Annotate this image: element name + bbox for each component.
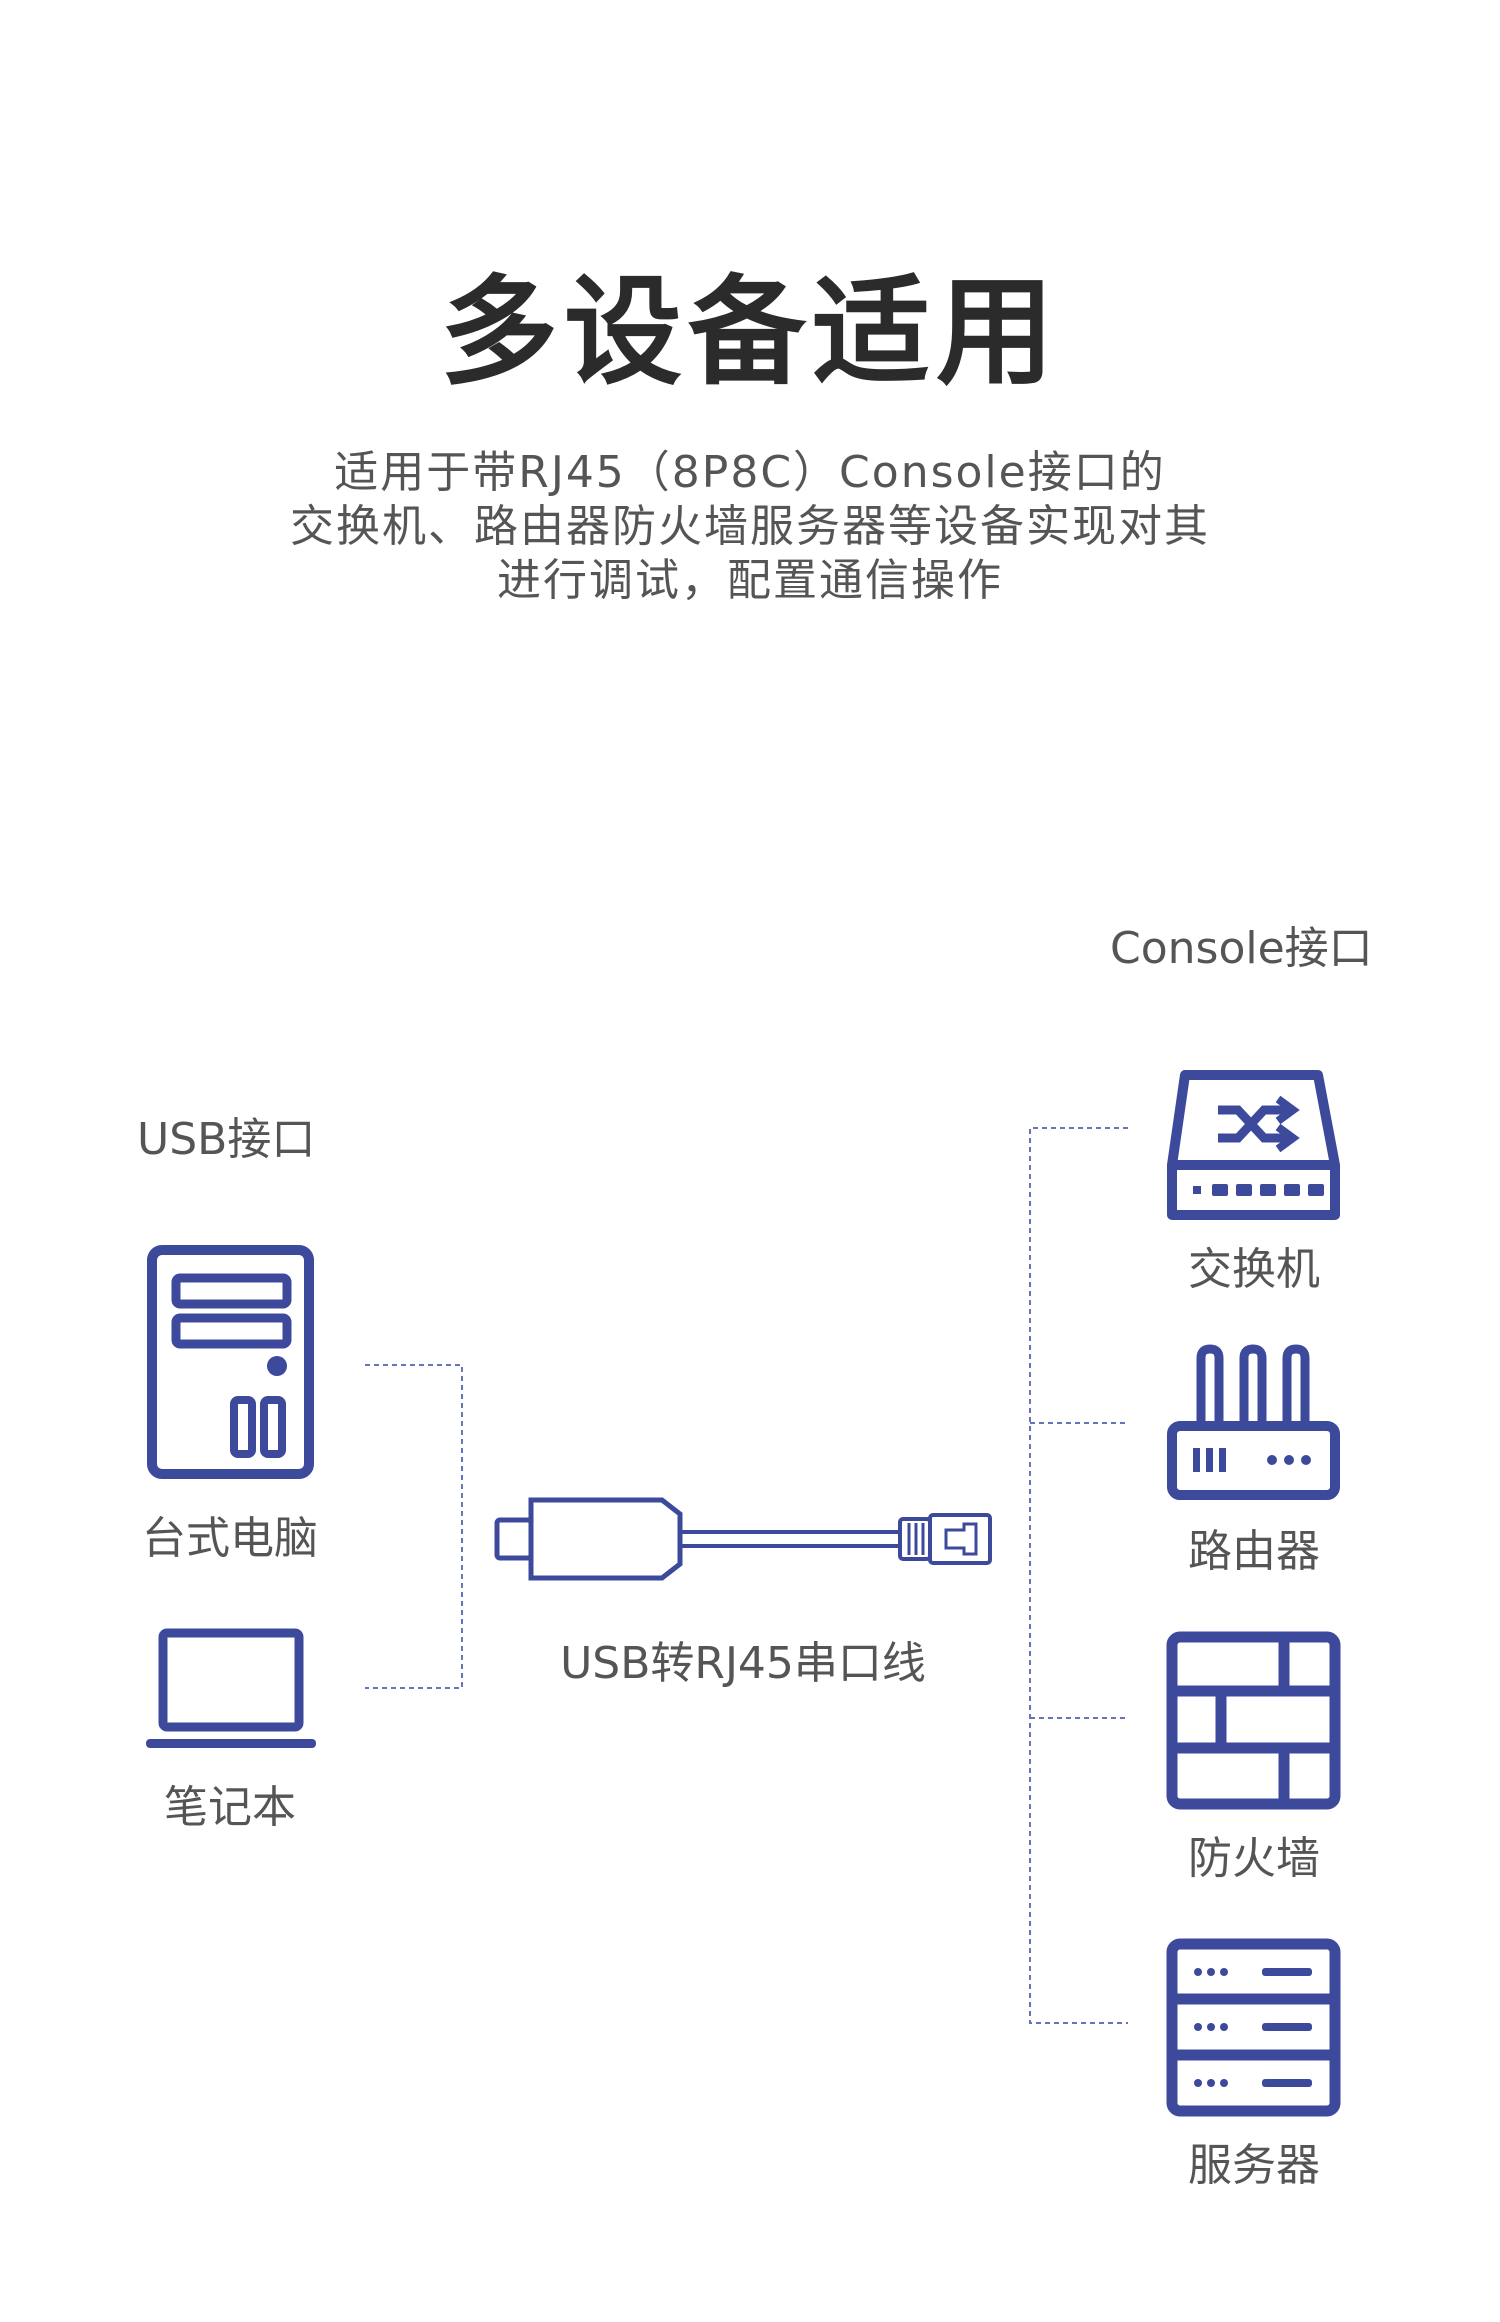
left-dashed-connector [365,1364,463,1689]
router-icon [1167,1344,1340,1500]
console-port-label: Console接口 [1110,923,1373,974]
server-icon [1166,1938,1341,2117]
switch-label: 交换机 [1188,1244,1320,1295]
laptop-label: 笔记本 [164,1782,296,1833]
cable-label: USB转RJ45串口线 [560,1638,926,1689]
subtitle-line-3: 进行调试，配置通信操作 [497,555,1003,606]
usb-port-label: USB接口 [137,1114,316,1165]
switch-icon [1167,1070,1340,1220]
desktop-pc-label: 台式电脑 [142,1513,318,1564]
usb-to-rj45-cable [494,1497,992,1581]
right-dashed-connector [1029,1127,1128,2024]
router-label: 路由器 [1188,1526,1320,1577]
subtitle-line-1: 适用于带RJ45（8P8C）Console接口的 [334,447,1166,498]
laptop-icon [146,1628,316,1748]
subtitle-line-2: 交换机、路由器防火墙服务器等设备实现对其 [290,501,1210,552]
firewall-label: 防火墙 [1188,1833,1320,1884]
desktop-pc-icon [147,1245,314,1479]
server-label: 服务器 [1188,2140,1320,2191]
firewall-icon [1166,1631,1341,1810]
page-title: 多设备适用 [439,263,1060,401]
